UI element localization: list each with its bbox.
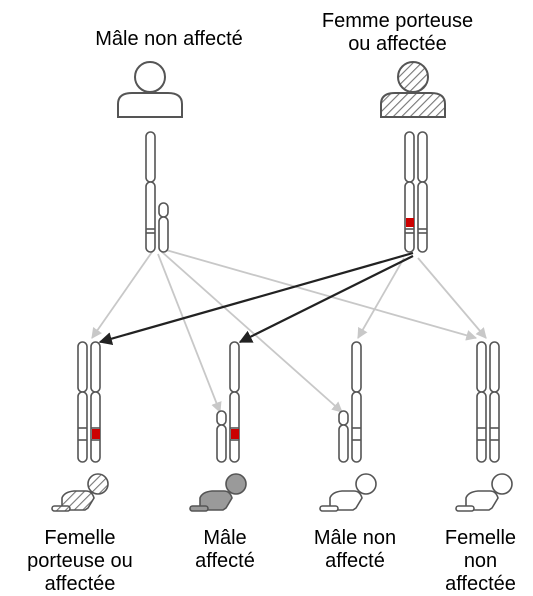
father-y-chromosome-p-arm <box>158 202 169 218</box>
arrow-mother-to-child-1 <box>98 251 414 346</box>
father-x-chromosome-q-arm <box>145 181 156 253</box>
child-2-label: Mâle affecté <box>195 527 255 572</box>
mother-mutation-marker <box>406 218 414 227</box>
child-2-chromosomes <box>216 341 240 463</box>
mother-avatar-icon <box>380 61 446 118</box>
child-2-mutation-marker <box>231 429 239 439</box>
child-3-label: Mâle non affecté <box>313 527 397 572</box>
chromosomes <box>77 131 500 463</box>
child-1-mutation-marker <box>92 429 100 439</box>
mother-light-arrows <box>357 257 487 339</box>
arrow-father-to-child-1 <box>91 251 153 339</box>
child-1-label: Femelle porteuse ou affectée <box>27 527 133 595</box>
child-4-baby-icon <box>455 473 513 512</box>
arrow-mother-to-child-2 <box>238 255 414 343</box>
mother-chromosomes <box>404 131 428 253</box>
father-avatar-icon <box>117 61 183 118</box>
child-1-chromosomes <box>77 341 101 463</box>
father-x-chromosome-p-arm <box>145 131 156 183</box>
arrow-father-to-child-2 <box>157 253 222 414</box>
child-3-baby-icon <box>319 473 377 512</box>
mother-label: Femme porteuse ou affectée <box>321 10 474 55</box>
child-4-chromosomes <box>476 341 500 463</box>
arrow-mother-to-child-4 <box>417 257 487 339</box>
father-y-chromosome-q-arm <box>158 216 169 253</box>
mother-mutation-arrows <box>98 251 414 346</box>
child-4-label: Femelle non affectée <box>444 527 517 595</box>
child-2-baby-icon <box>189 473 247 512</box>
child-3-chromosomes <box>338 341 362 463</box>
father-inheritance-arrows <box>91 249 478 414</box>
father-chromosomes <box>145 131 169 253</box>
father-label: Mâle non affecté <box>95 28 243 50</box>
arrow-mother-to-child-3 <box>357 257 405 339</box>
arrow-father-to-child-4 <box>165 249 478 341</box>
child-1-baby-icon <box>51 473 109 512</box>
mutation-markers <box>92 218 414 439</box>
